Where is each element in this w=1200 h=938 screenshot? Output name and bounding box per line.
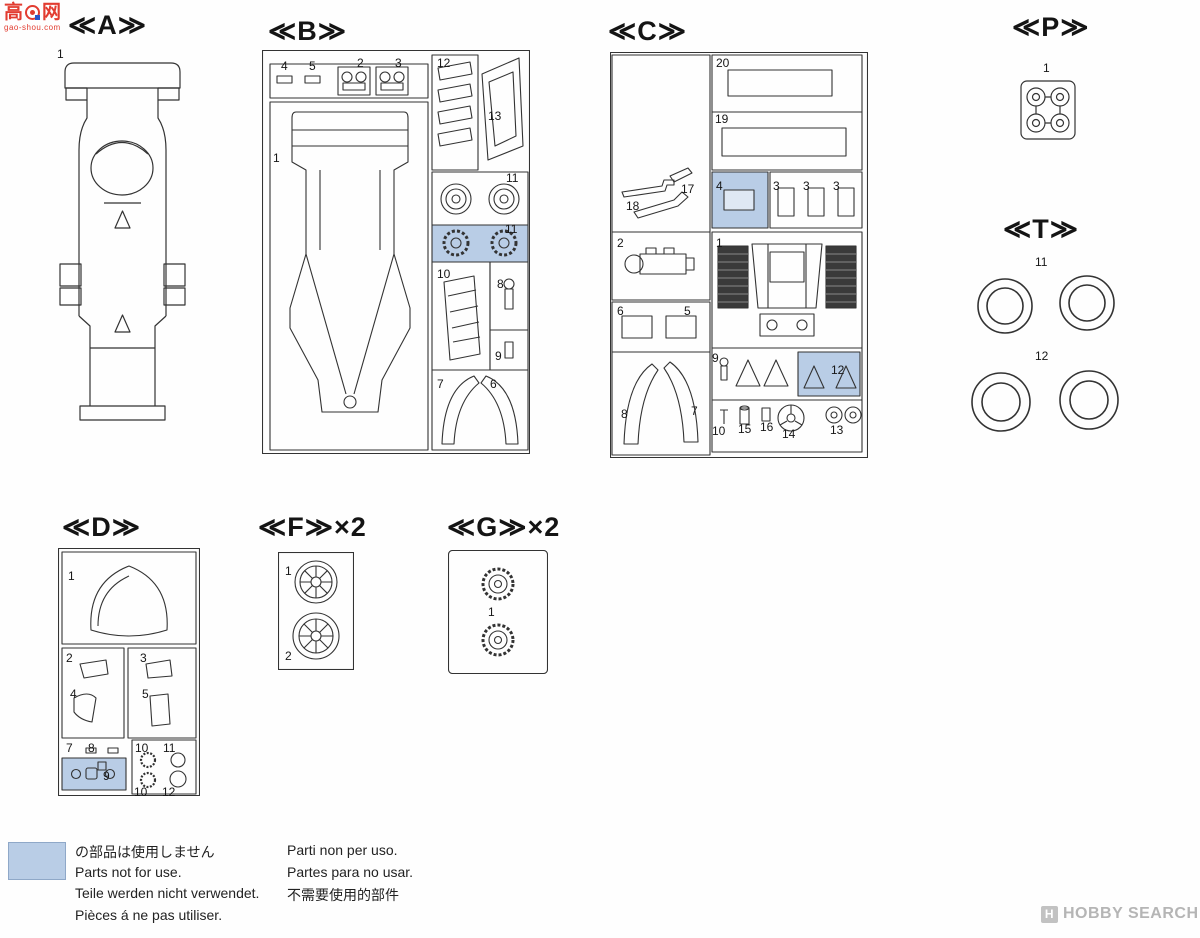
part-number-b-5: 5	[309, 59, 316, 73]
part-number-d-10: 10	[134, 785, 148, 799]
part-number-c-13: 13	[830, 423, 844, 437]
hobbysearch-icon: H	[1041, 905, 1058, 923]
runner-label-p: ≪P≫	[1012, 12, 1090, 42]
part-number-c-3: 3	[833, 179, 840, 193]
part-number-c-3: 3	[773, 179, 780, 193]
legend-line-de: Teile werden nicht verwendet.	[75, 885, 260, 901]
part-number-b-3: 3	[395, 56, 402, 70]
part-number-c-18: 18	[626, 199, 640, 213]
part-number-t-11: 11	[1035, 255, 1048, 269]
watermark-emblem-icon	[25, 5, 41, 20]
runner-t: ≪T≫ 11 12	[955, 212, 1135, 464]
legend-line-fr: Pièces á ne pas utiliser.	[75, 906, 223, 923]
runner-label-c: ≪C≫	[608, 16, 688, 46]
part-number-c-10: 10	[712, 424, 726, 438]
part-number-d-12: 12	[162, 785, 176, 799]
legend-line-it: Parti non per uso.	[287, 842, 398, 858]
part-number-p-1: 1	[1043, 61, 1050, 75]
runner-b: ≪B≫	[255, 14, 537, 460]
runner-d: ≪D≫	[45, 510, 210, 802]
runner-d-drawing	[58, 548, 200, 796]
runner-a-drawing	[59, 62, 186, 421]
not-for-use-swatch	[8, 842, 66, 880]
part-number-c-9: 9	[712, 351, 719, 365]
part-number-d-11: 11	[163, 741, 176, 755]
runner-f: ≪F≫×2 1 2	[250, 510, 370, 675]
part-number-d-8: 8	[88, 741, 95, 755]
part-number-b-1: 1	[273, 151, 280, 165]
part-number-d-7: 7	[66, 741, 73, 755]
runner-g: ≪G≫×2 1	[440, 510, 565, 678]
watermark-logo: 高 网 gao-shou.com	[4, 3, 82, 32]
part-number-c-15: 15	[738, 422, 752, 436]
legend-line-ja: の部品は使用しません	[75, 844, 215, 860]
part-number-d-4: 4	[70, 687, 77, 701]
runner-t-drawing	[971, 275, 1119, 432]
part-number-c-5: 5	[684, 304, 691, 318]
part-number-c-8: 8	[621, 407, 628, 421]
part-number-f-2: 2	[285, 649, 292, 663]
part-number-b-7: 7	[437, 377, 444, 391]
part-number-b-6: 6	[490, 377, 497, 391]
runner-label-d: ≪D≫	[62, 512, 142, 542]
watermark-char-right: 网	[42, 2, 62, 23]
part-number-b-11: 11	[506, 171, 519, 185]
runner-label-f: ≪F≫×2	[258, 512, 367, 542]
part-number-f-1: 1	[285, 564, 292, 578]
runner-c-drawing	[610, 52, 868, 458]
part-number-b-10: 10	[437, 267, 451, 281]
part-number-c-6: 6	[617, 304, 624, 318]
part-number-b-12: 12	[437, 56, 451, 70]
runner-label-g: ≪G≫×2	[447, 512, 561, 542]
watermark-char-left: 高	[4, 2, 24, 23]
runner-label-a: ≪A≫	[68, 10, 148, 40]
legend-line-en: Parts not for use.	[75, 863, 182, 880]
legend-column-2: Parti non per uso. Partes para no usar. …	[287, 842, 413, 907]
runner-p: ≪P≫ 1	[1000, 10, 1110, 140]
runner-f-drawing	[278, 552, 354, 670]
part-number-c-17: 17	[681, 182, 695, 196]
runner-label-b: ≪B≫	[268, 16, 348, 46]
legend-column-1: の部品は使用しません Parts not for use. Teile werd…	[75, 842, 259, 928]
part-number-c-14: 14	[782, 427, 796, 441]
runner-b-drawing	[262, 50, 530, 454]
part-number-d-3: 3	[140, 651, 147, 665]
part-number-c-12: 12	[831, 363, 845, 377]
part-number-d-10: 10	[135, 741, 149, 755]
part-number-b-11: 11	[505, 222, 518, 236]
runner-p-drawing	[1020, 80, 1076, 140]
runner-a: ≪A≫	[40, 8, 200, 440]
part-number-a-1: 1	[57, 47, 64, 61]
part-number-d-5: 5	[142, 687, 149, 701]
part-number-c-2: 2	[617, 236, 624, 250]
part-number-c-1: 1	[716, 236, 723, 250]
part-number-b-4: 4	[281, 59, 288, 73]
part-number-b-9: 9	[495, 349, 502, 363]
part-number-d-9: 9	[103, 769, 110, 783]
part-number-c-3: 3	[803, 179, 810, 193]
part-number-c-7: 7	[691, 404, 698, 418]
part-number-b-2: 2	[357, 56, 364, 70]
runner-g-drawing	[448, 550, 548, 674]
part-number-t-12: 12	[1035, 349, 1049, 363]
hobbysearch-logo: H HOBBY SEARCH	[1041, 905, 1199, 923]
part-number-c-16: 16	[760, 420, 774, 434]
watermark-url: gao-shou.com	[4, 23, 61, 32]
part-number-c-19: 19	[715, 112, 729, 126]
part-number-d-1: 1	[68, 569, 75, 583]
part-number-c-20: 20	[716, 56, 730, 70]
runner-c: ≪C≫	[605, 14, 875, 464]
part-number-g-1: 1	[488, 605, 495, 619]
legend-line-es: Partes para no usar.	[287, 863, 414, 880]
legend-line-zh: 不需要使用的部件	[287, 887, 399, 903]
runner-label-t: ≪T≫	[1003, 214, 1080, 244]
hobbysearch-text: HOBBY SEARCH	[1063, 905, 1199, 922]
part-number-d-2: 2	[66, 651, 73, 665]
part-number-b-8: 8	[497, 277, 504, 291]
part-number-b-13: 13	[488, 109, 502, 123]
part-number-c-4: 4	[716, 179, 723, 193]
